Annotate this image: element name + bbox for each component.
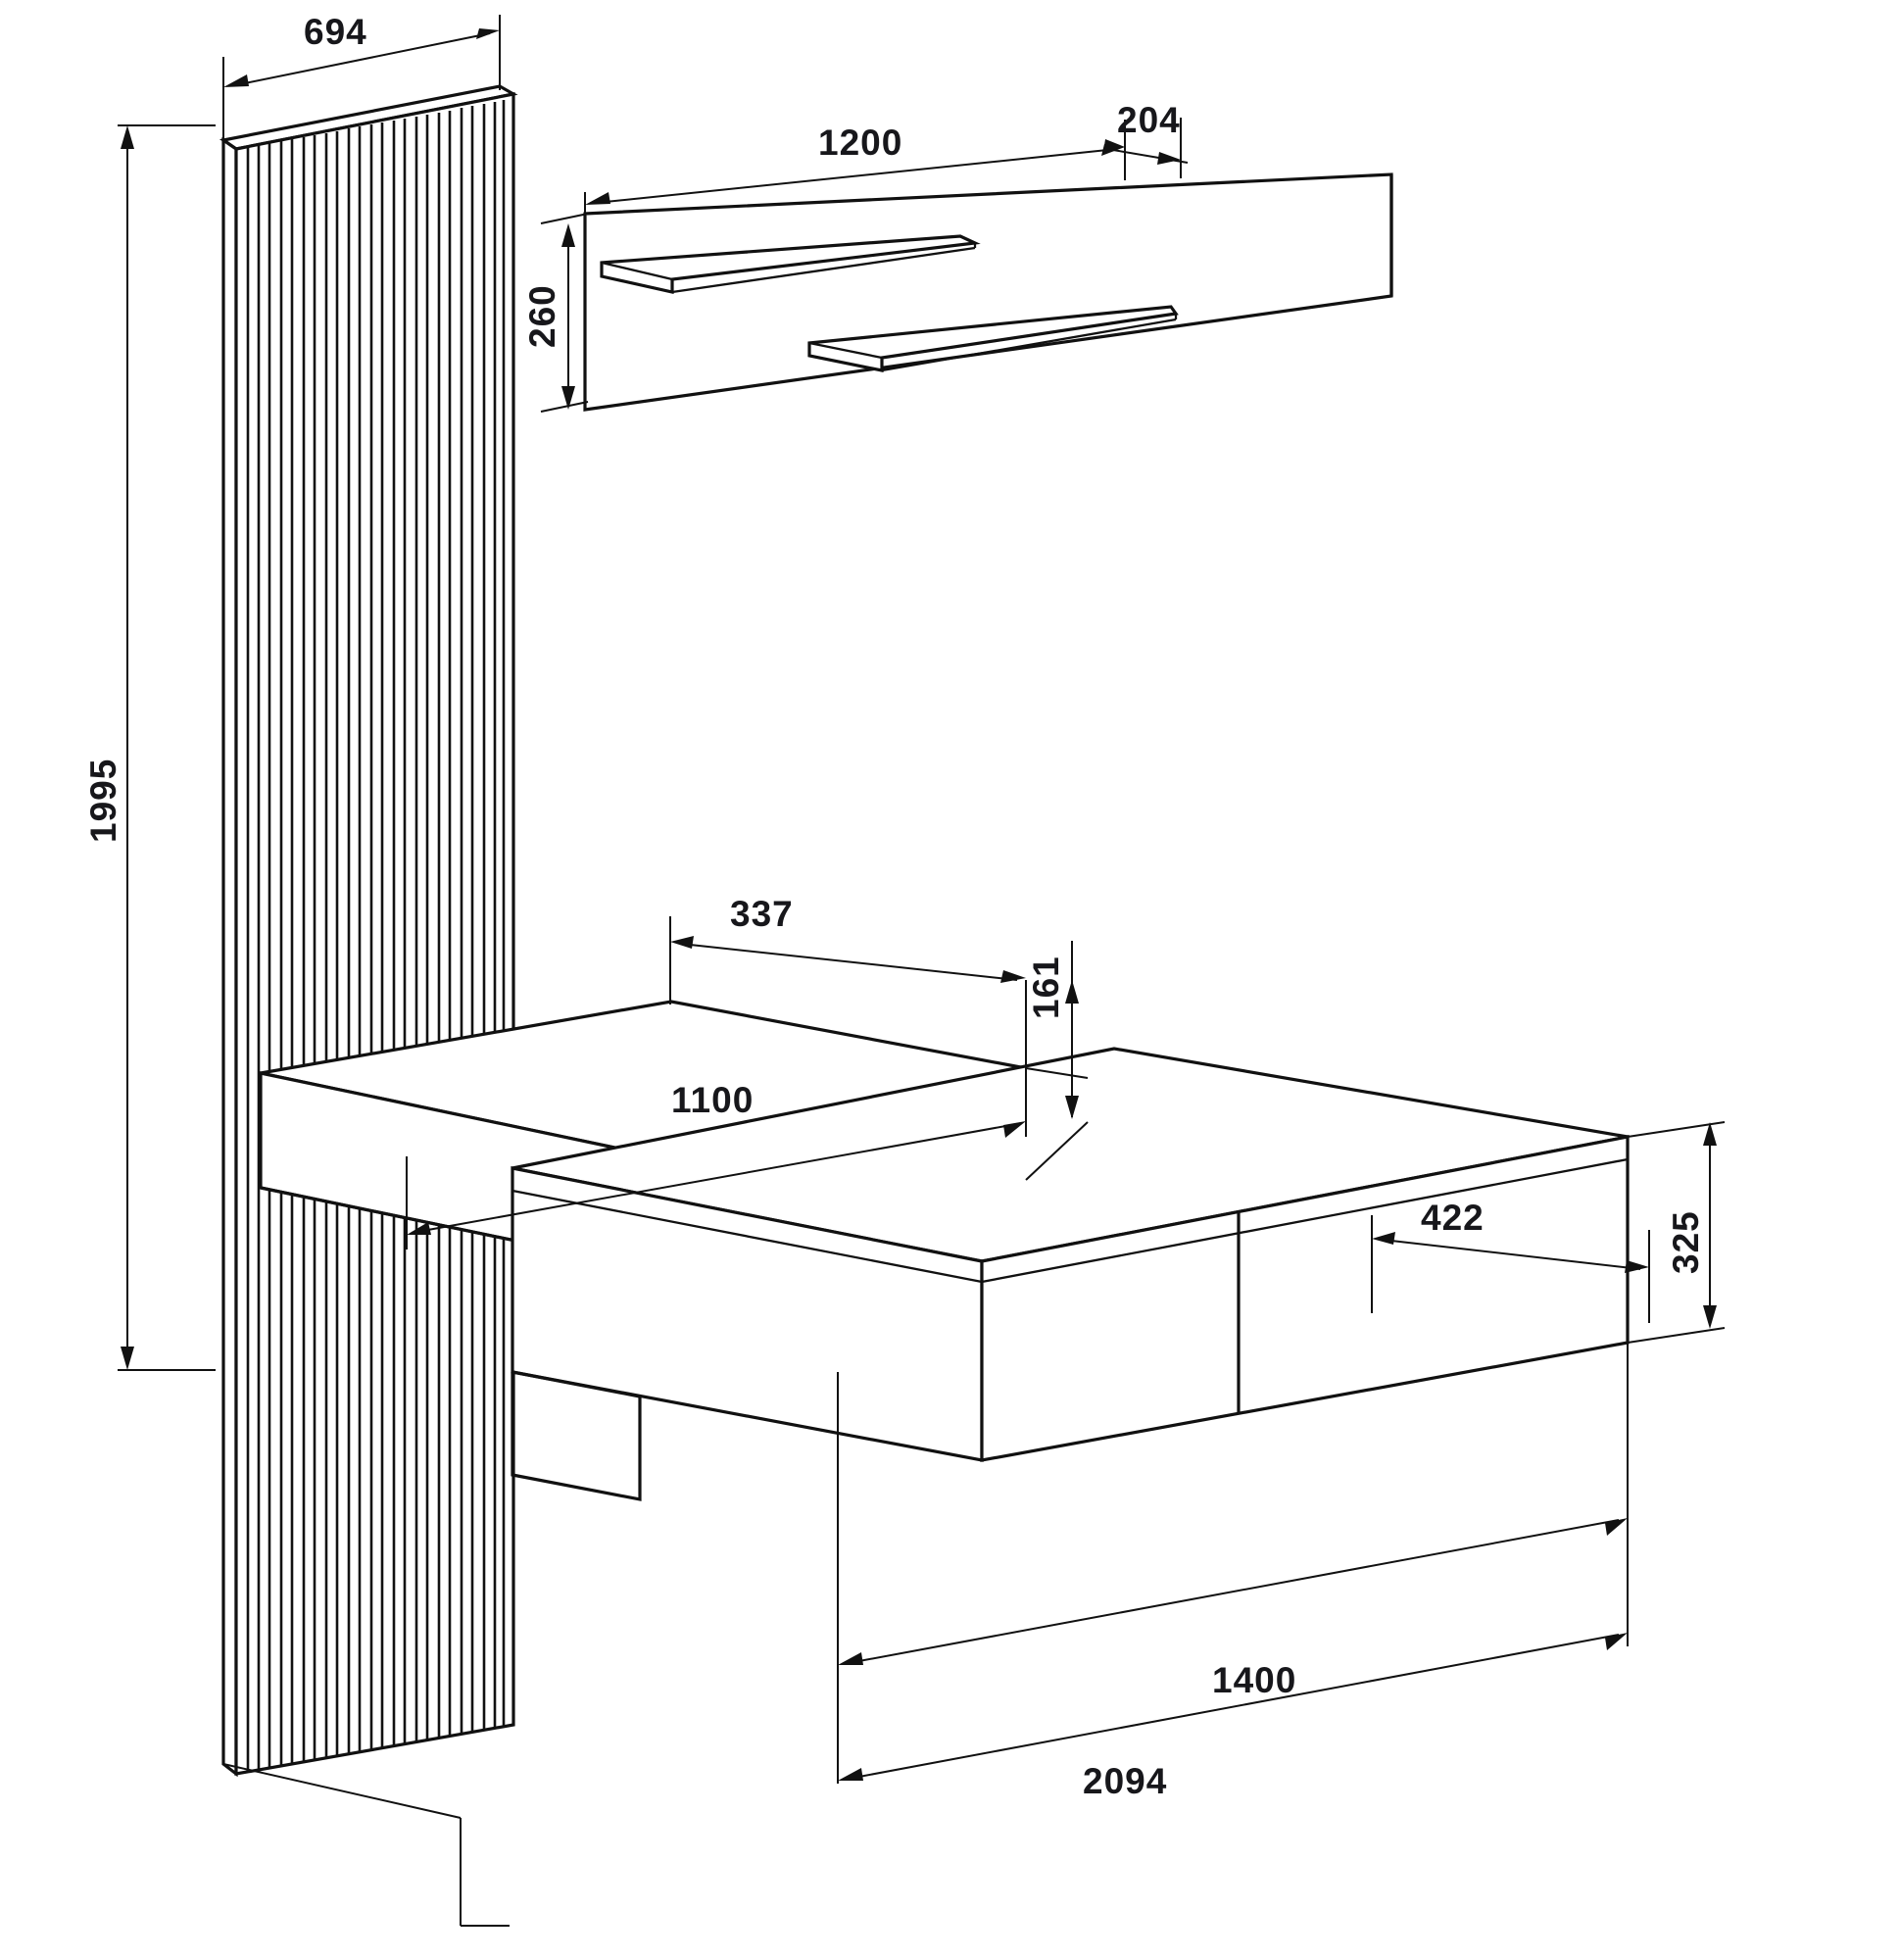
wall-shelf-backboard [583, 172, 1393, 412]
dimension-325: 325 [1627, 1121, 1726, 1344]
tv-unit-top-board-line [511, 1157, 1629, 1284]
dimension-label-694: 694 [304, 12, 367, 52]
dimension-label-260: 260 [522, 284, 562, 348]
dimension-label-204: 204 [1117, 100, 1181, 140]
dimension-label-325: 325 [1666, 1210, 1706, 1274]
tv-unit-left-support-top [511, 1370, 641, 1398]
slat-panel-part [219, 84, 518, 1778]
dimension-1995: 1995 [83, 124, 216, 1371]
dimension-label-1200: 1200 [818, 122, 902, 163]
slat-panel-bottom-edge [235, 1724, 514, 1775]
dimension-label-1100: 1100 [671, 1080, 754, 1120]
baseline-left-leader [222, 1763, 462, 1819]
dimension-694: 694 [222, 12, 501, 142]
dimension-label-422: 422 [1421, 1198, 1485, 1238]
dimension-337: 337 [669, 894, 1027, 1070]
slat-panel-slats [246, 100, 506, 1772]
wall-shelf-part [583, 172, 1393, 412]
tv-unit-left-support [511, 1372, 642, 1501]
wall-shelf-upper-shelf-front [601, 261, 673, 294]
dimension-1100: 1100 [406, 1068, 1027, 1250]
dimension-422: 422 [1371, 1198, 1650, 1323]
wall-shelf-upper-shelf-edge [670, 241, 977, 294]
dimension-label-2094: 2094 [1083, 1761, 1167, 1801]
slat-panel-left-edge [221, 136, 238, 1778]
dimension-label-337: 337 [730, 894, 794, 934]
dimension-label-1995: 1995 [83, 759, 123, 843]
wall-shelf-lower-shelf-front [808, 341, 883, 372]
wall-shelf-lower-shelf-edge [880, 312, 1178, 372]
dimension-label-161: 161 [1026, 956, 1066, 1019]
dimension-161: 161 [1025, 941, 1089, 1181]
dimension-204: 204 [1103, 100, 1189, 180]
dimension-label-1400: 1400 [1212, 1660, 1296, 1700]
baseline-leader-lines [222, 1724, 514, 1927]
dimension-2094: 2094 [837, 1343, 1629, 1801]
dimension-260: 260 [522, 213, 589, 413]
